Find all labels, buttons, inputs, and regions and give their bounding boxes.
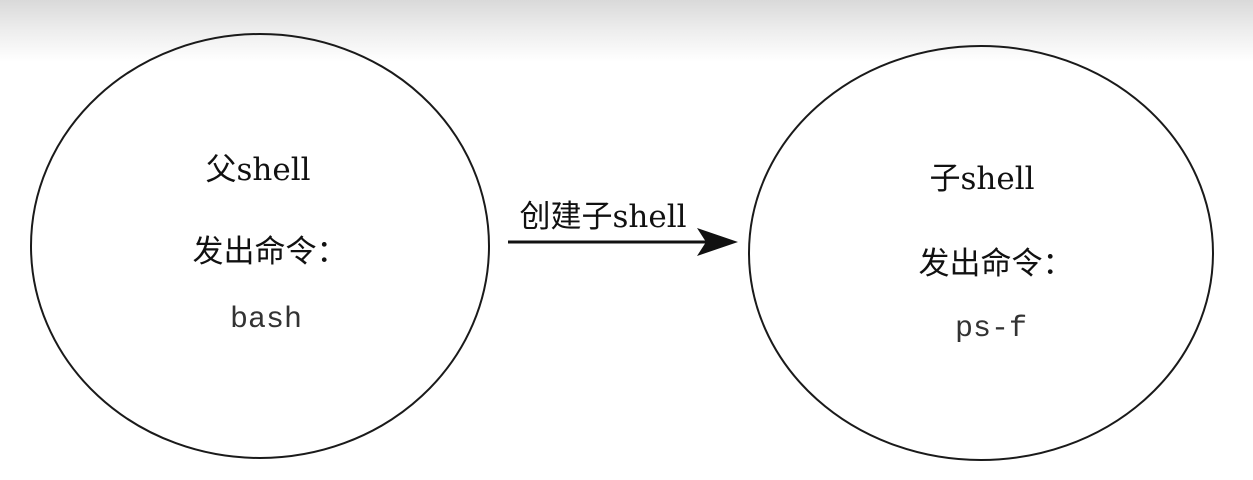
parent-shell-action: 发出命令： [193,234,348,270]
parent-shell-command: bash [230,303,302,337]
parent-shell-circle [30,33,490,459]
child-shell-circle [748,45,1214,461]
child-shell-title: 子shell [929,161,1034,197]
arrow-label: 创建子shell [519,199,686,235]
child-shell-node: 子shell 发出命令： ps-f [748,45,1214,461]
top-shade [0,0,1253,62]
parent-shell-node: 父shell 发出命令： bash [30,33,490,459]
child-shell-command: ps-f [955,312,1027,346]
create-subshell-arrow: 创建子shell [508,199,738,256]
child-shell-action: 发出命令： [919,246,1074,282]
parent-shell-title: 父shell [205,152,310,188]
arrow-head [697,228,738,256]
